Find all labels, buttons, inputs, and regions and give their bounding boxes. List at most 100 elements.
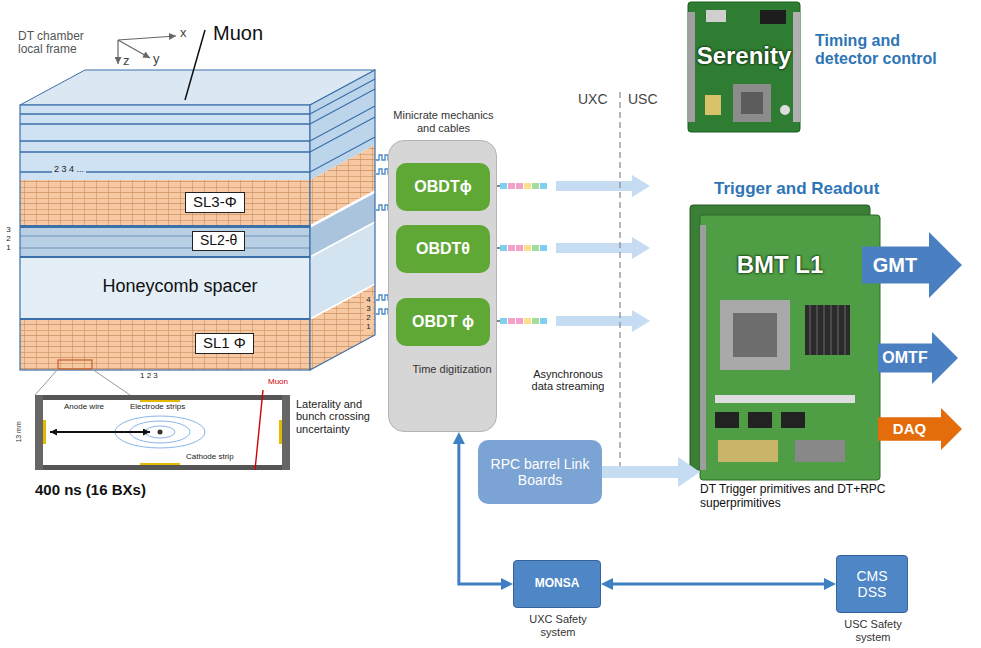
serenity-board: SerenityTiming and detector control — [688, 2, 800, 132]
drift-cell — [35, 369, 58, 395]
bmt-pcb — [715, 395, 855, 403]
drift-cell — [35, 360, 290, 470]
bmt-pcb — [805, 305, 850, 355]
serenity-pcb — [705, 95, 721, 115]
part-label: Electrode strips — [128, 403, 187, 412]
data-streams — [556, 237, 650, 259]
dt-chamber — [20, 180, 310, 225]
output-name: DAQ — [893, 420, 926, 437]
dimension: 13 mm — [15, 421, 23, 442]
board-name: Serenity — [688, 42, 800, 70]
bmt-pcb — [733, 313, 777, 357]
layer-number: 2 3 4 ... — [52, 164, 86, 174]
bmt-pcb — [690, 205, 880, 480]
dt-chamber — [20, 30, 375, 370]
arrow-shape — [878, 332, 958, 384]
dt-chamber — [20, 236, 310, 248]
obdt-board: OBDT ϕ — [396, 298, 490, 346]
bmt-pcb — [700, 215, 880, 480]
output-arrow: GMT — [862, 232, 962, 298]
particle-label: Muon — [268, 378, 288, 387]
axis-label: z — [123, 54, 130, 69]
part-label: Cathode strip — [186, 453, 234, 462]
superlayer-label: SL3-Φ — [185, 192, 245, 213]
serenity-pcb — [688, 12, 695, 122]
zone-label: USC — [628, 92, 658, 108]
drift-cell — [50, 431, 150, 433]
board-name: OBDTϕ — [414, 178, 471, 196]
serenity-pcb — [733, 84, 771, 122]
axes — [118, 40, 150, 58]
note: Laterality and bunch crossing uncertaint… — [296, 398, 386, 435]
drift-cell — [282, 395, 290, 470]
output-name: GMT — [873, 254, 917, 277]
dt-chamber — [20, 228, 310, 256]
board-heading: Trigger and Readout — [714, 179, 914, 199]
connector — [602, 466, 678, 478]
dt-chamber — [310, 70, 375, 370]
output-name: OMTF — [882, 349, 927, 367]
drift-cell — [43, 420, 46, 444]
frame-label: DT chamber local frame — [18, 30, 88, 57]
safety-box: MONSAUXC Safety system — [513, 560, 601, 608]
drift-cell — [35, 395, 290, 400]
serenity-pcb — [760, 10, 786, 24]
board-name: BMT L1 — [700, 251, 860, 279]
connector — [613, 583, 824, 586]
bmt-pcb — [718, 440, 778, 462]
board-caption: DT Trigger primitives and DT+RPC superpr… — [700, 483, 890, 511]
bmt-pcb — [781, 412, 805, 428]
serenity-pcb — [793, 12, 800, 122]
board-role: Timing and detector control — [815, 32, 947, 69]
data-streams — [497, 245, 547, 251]
axes — [117, 40, 118, 64]
dt-chamber — [20, 105, 310, 370]
bmt-pcb — [810, 305, 845, 355]
box-caption: USC Safety system — [834, 618, 912, 643]
data-streams — [497, 318, 547, 324]
timing-note: 400 ns (16 BXs) — [35, 482, 146, 499]
arrow-shape — [862, 232, 962, 298]
dt-chamber — [20, 225, 310, 228]
superlayer-label: SL1 Φ — [195, 333, 254, 354]
dt-chamber — [185, 30, 205, 100]
data-streams — [556, 175, 650, 197]
bmt-pcb — [700, 225, 706, 470]
bmt-pcb — [715, 412, 739, 428]
obdt-board: OBDTθ — [396, 225, 490, 273]
output-arrow: OMTF — [878, 332, 958, 384]
serenity-pcb — [706, 10, 726, 22]
box-caption: UXC Safety system — [518, 613, 598, 638]
serenity-pcb — [688, 2, 800, 132]
axes — [118, 36, 176, 40]
axis-label: y — [153, 52, 160, 67]
bmt-pcb — [748, 412, 772, 428]
drift-cell — [140, 400, 180, 402]
drift-cell — [279, 420, 282, 444]
arrow-shape — [878, 408, 962, 450]
dt-chamber — [310, 285, 375, 370]
dt-chamber — [20, 256, 310, 258]
drift-cell — [140, 463, 180, 465]
serenity-pcb — [780, 105, 790, 115]
note: Asynchronous data streaming — [522, 368, 614, 393]
board-name: OBDT ϕ — [412, 313, 474, 331]
data-streams — [556, 310, 650, 332]
drift-cell — [35, 465, 290, 470]
box-label: MONSA — [535, 577, 580, 591]
bmt-pcb — [720, 300, 790, 370]
minicrate-box: Minicrate mechanics and cablesTime digit… — [388, 140, 497, 432]
dt-chamber — [20, 105, 310, 180]
obdt-board: OBDTϕ — [396, 163, 490, 211]
data-streams — [497, 183, 547, 189]
layer-number: 3 2 1 — [6, 226, 11, 253]
axis-label: x — [180, 26, 187, 41]
dt-chamber — [20, 318, 310, 320]
dt-chamber — [20, 258, 310, 318]
drift-cell — [58, 360, 92, 369]
safety-box: CMS DSSUSC Safety system — [836, 555, 908, 613]
serenity-pcb — [688, 2, 800, 132]
output-arrow: DAQ — [878, 408, 962, 450]
box-label: CMS DSS — [841, 568, 903, 600]
